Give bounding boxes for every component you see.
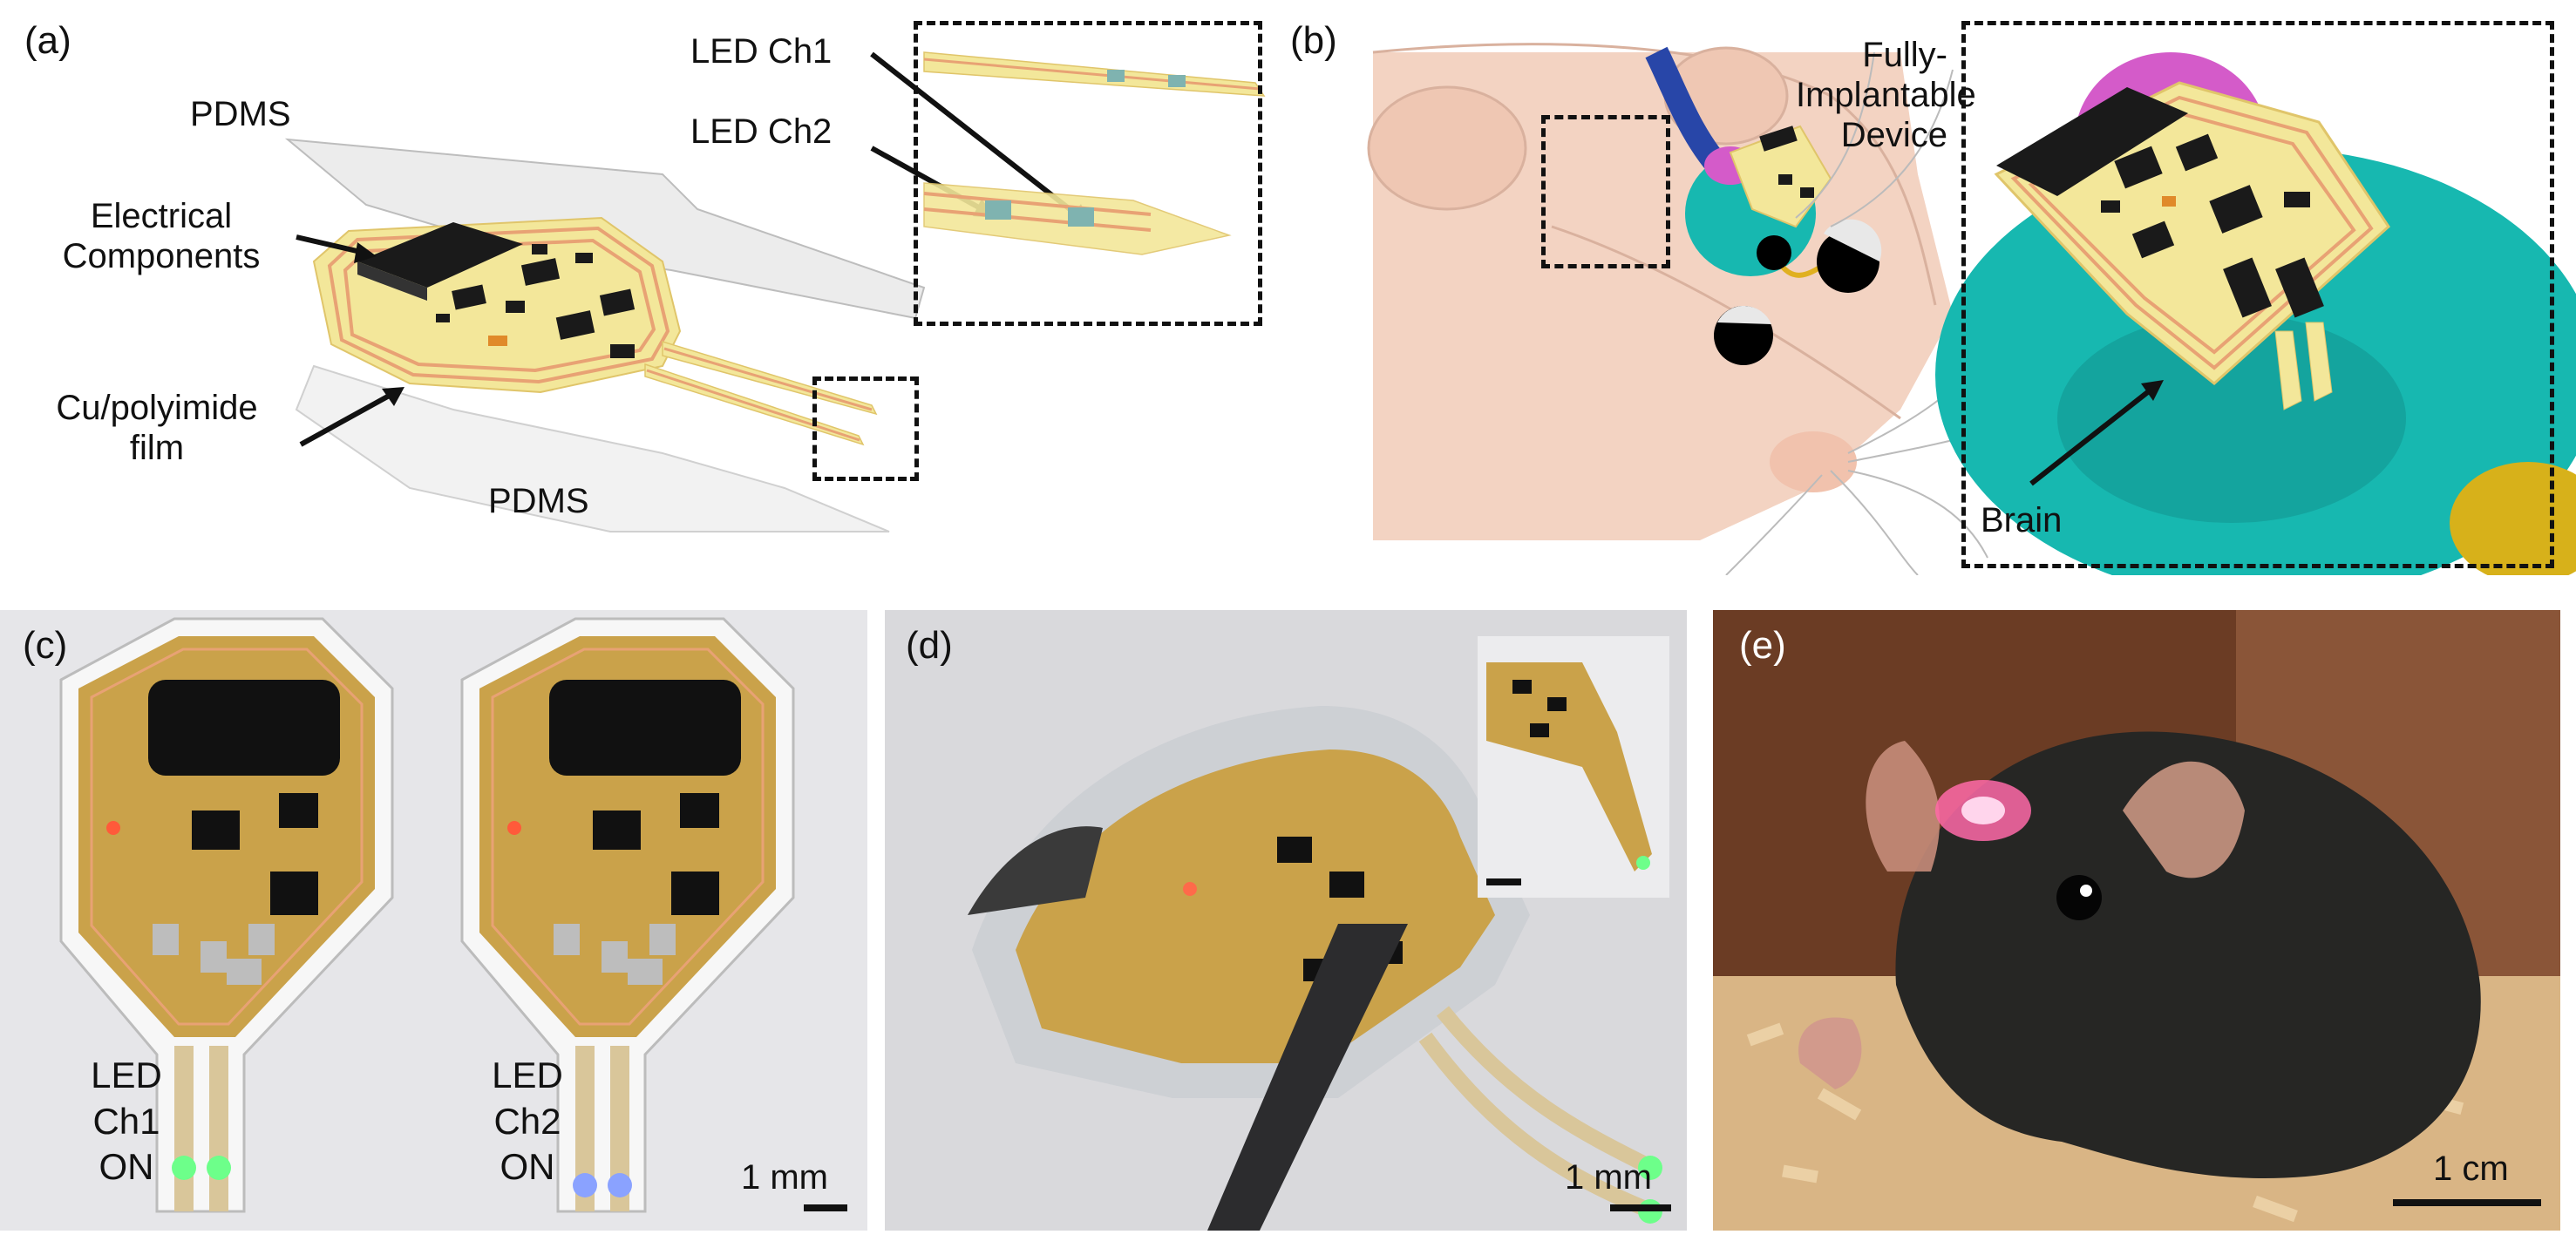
panel-e: (e) 1 cm <box>1713 610 2560 1231</box>
mouse-eye <box>1757 235 1791 270</box>
small-chip <box>488 336 507 346</box>
led-green <box>1638 1156 1662 1180</box>
panel-b: (b) <box>1290 0 2576 575</box>
small-chip <box>452 284 486 310</box>
zoom-box-a <box>812 376 919 481</box>
caption-led-ch1-on: LED Ch1 ON <box>91 1055 162 1187</box>
small-chip <box>506 301 525 313</box>
panel-a: (a) <box>0 0 1290 558</box>
panel-b-label: (b) <box>1290 19 1337 62</box>
label-led-ch2: LED Ch2 <box>690 112 833 151</box>
led-green <box>1638 1199 1662 1224</box>
led-chip-ch1-small <box>1107 70 1125 82</box>
small-chip <box>599 288 636 316</box>
led-chip-ch1 <box>1068 207 1094 227</box>
device-photo-left <box>59 617 394 1213</box>
scale-bar-d <box>1610 1204 1671 1211</box>
large-chip-b <box>1996 87 2188 196</box>
label-led-ch1: LED Ch1 <box>690 32 833 71</box>
scale-label-d: 1 mm <box>1565 1158 1652 1197</box>
label-pdms-top: PDMS <box>190 95 291 133</box>
mouse-photo <box>1713 610 2560 1231</box>
led-green <box>207 1156 231 1180</box>
panel-c: (c) LED Ch1 ON LED Ch2 ON 1 mm <box>0 610 867 1231</box>
scale-label-e: 1 cm <box>2433 1150 2509 1188</box>
caption-led-ch2-on: LED Ch2 ON <box>492 1055 563 1187</box>
panel-d-label: (d) <box>906 624 953 667</box>
label-pdms-bottom: PDMS <box>488 482 589 520</box>
scale-bar-e <box>2393 1199 2541 1206</box>
mouse-eye-photo <box>2056 875 2102 920</box>
small-chip <box>532 244 547 254</box>
panel-e-label: (e) <box>1739 624 1786 667</box>
label-fully-implantable-device: Fully- Implantable Device <box>1796 36 1976 154</box>
bent-device-photo <box>968 636 1669 1231</box>
device-photo-pair <box>59 617 795 1213</box>
small-chip <box>555 310 595 340</box>
led-chip-ch2 <box>985 200 1011 220</box>
label-brain: Brain <box>1981 501 2063 539</box>
small-chip <box>520 258 561 286</box>
inset-box-a <box>914 21 1262 326</box>
panel-a-label: (a) <box>24 19 71 62</box>
device-photo-right <box>460 617 795 1213</box>
small-chip <box>610 344 635 358</box>
led-blue <box>573 1173 597 1197</box>
scale-bar-c <box>804 1204 847 1211</box>
inset-box-b <box>1961 21 2554 568</box>
mouse-body <box>1895 731 2481 1178</box>
label-cu-polyimide-film: Cu/polyimide film <box>56 389 258 467</box>
small-chip <box>436 314 450 322</box>
mouse-ear <box>1367 85 1527 211</box>
scale-bar-d-inset <box>1486 878 1521 885</box>
panel-d: (d) 1 mm <box>885 610 1687 1231</box>
large-chip <box>357 222 523 288</box>
label-electrical-components: Electrical Components <box>62 197 261 275</box>
mouse-illustration <box>1367 43 2576 575</box>
led-blue <box>608 1173 632 1197</box>
small-chip <box>575 253 593 263</box>
panel-c-label: (c) <box>23 624 68 667</box>
zoom-box-b <box>1541 115 1670 268</box>
panel-a-exploded-view <box>284 51 1266 532</box>
scale-label-c: 1 mm <box>741 1158 828 1197</box>
pdms-bottom-layer <box>295 364 890 532</box>
led-green <box>172 1156 196 1180</box>
